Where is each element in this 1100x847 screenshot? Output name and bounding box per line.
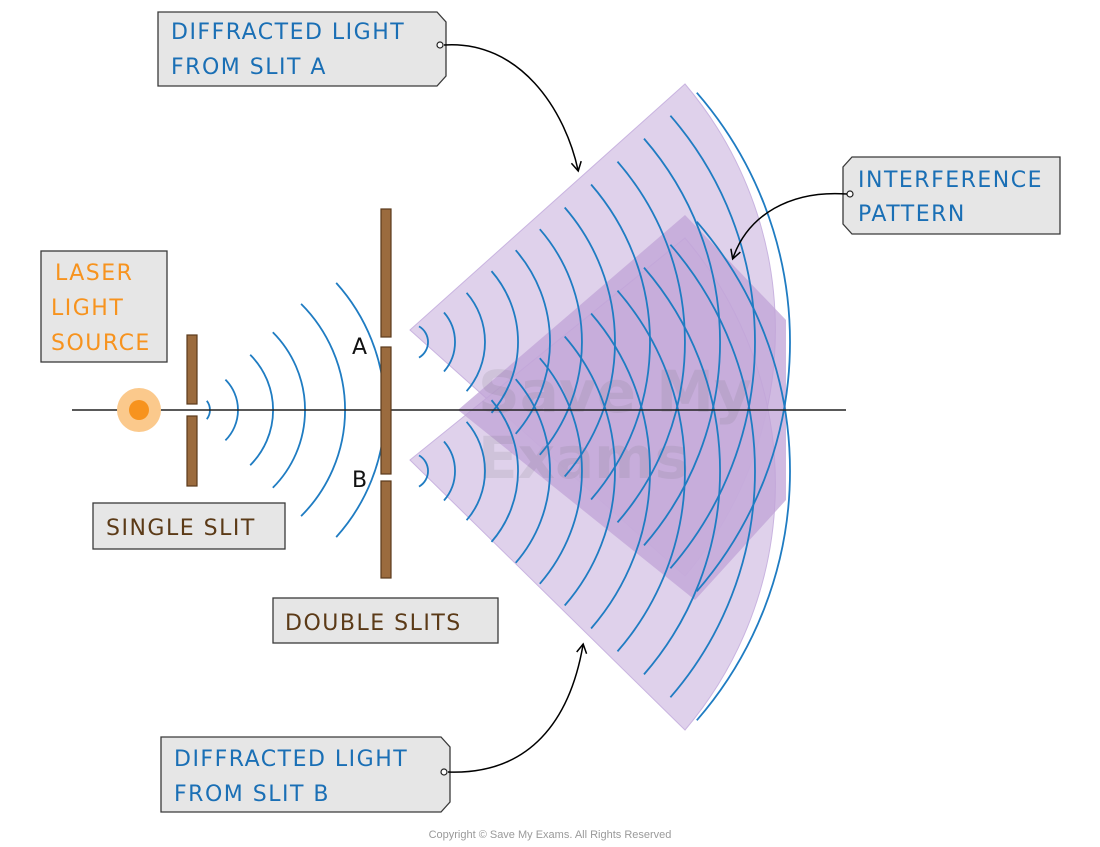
slit-a-wavefront (564, 206, 616, 478)
laser-source-icon (129, 400, 149, 420)
laser-source-label: LASER LIGHT SOURCE (40, 250, 168, 363)
single-slit-barrier-top (186, 334, 198, 405)
double-slit-barrier-bottom (380, 480, 392, 579)
arrow-to-slit-a-waves (443, 44, 582, 173)
slit-b-wavefront (443, 440, 456, 502)
slit-a-wavefront (443, 311, 456, 373)
slit-a-wavefront (643, 138, 721, 546)
slit-b-wavefront (564, 335, 616, 607)
laser-label-line-2: LIGHT (51, 296, 124, 321)
single-slit-label-text: SINGLE SLIT (106, 516, 256, 541)
double-slit-barrier-middle (380, 346, 392, 475)
slit-b-wavefront (669, 244, 756, 698)
slit-a-wavefront (465, 292, 486, 392)
slit-a-wavefront (490, 270, 519, 414)
slit-a-letter: A (352, 335, 369, 360)
arrow-to-slit-b-waves (447, 642, 588, 773)
slit-a-wavefront (515, 249, 551, 435)
watermark: Save My Exams (478, 358, 752, 492)
slit-b-label: DIFFRACTED LIGHT FROM SLIT B (160, 736, 451, 813)
slit-b-letter: B (352, 468, 369, 493)
interference-label-line-2: PATTERN (858, 202, 966, 227)
slit-a-label-line-1: DIFFRACTED LIGHT (171, 20, 405, 45)
slit-b-wavefront (590, 312, 651, 630)
slit-a-label-line-2: FROM SLIT A (171, 55, 327, 80)
double-slits-label: DOUBLE SLITS (272, 597, 499, 644)
slit-b-label-line-2: FROM SLIT B (174, 782, 330, 807)
single-slit-label: SINGLE SLIT (92, 502, 286, 550)
slit-b-wavefront (643, 267, 721, 675)
slit-b-wavefront (515, 378, 551, 564)
slit-a-wavefront (696, 92, 791, 592)
double-slit-barrier-top (380, 208, 392, 338)
double-slits-label-text: DOUBLE SLITS (285, 611, 462, 636)
arrow-to-interference (730, 192, 848, 261)
slit-b-wavefront (418, 454, 429, 488)
laser-label-line-1: LASER (55, 261, 133, 286)
interference-overlap-region (458, 215, 786, 600)
slit-b-wavefront (539, 357, 583, 585)
interference-label-line-1: INTERFERENCE (858, 168, 1043, 193)
slit-b-wavefront (616, 290, 686, 652)
slit-a-wavefront (669, 115, 756, 569)
slit-b-wavefront (465, 421, 486, 521)
copyright-notice: Copyright © Save My Exams. All Rights Re… (429, 829, 672, 841)
slit-a-label: DIFFRACTED LIGHT FROM SLIT A (157, 11, 447, 87)
slit-a-wavefront (590, 183, 651, 501)
slit-b-label-line-1: DIFFRACTED LIGHT (174, 747, 408, 772)
laser-label-line-3: SOURCE (51, 331, 151, 356)
interference-pattern-label: INTERFERENCE PATTERN (842, 156, 1061, 235)
slit-b-wavefront (490, 399, 519, 543)
watermark-line-2: Exams (478, 424, 689, 492)
slit-a-wavefront (418, 325, 429, 359)
slit-b-wavefront (696, 221, 791, 721)
slit-a-wavefront (539, 228, 583, 456)
single-slit-barrier-bottom (186, 415, 198, 487)
watermark-line-1: Save My (478, 358, 752, 426)
